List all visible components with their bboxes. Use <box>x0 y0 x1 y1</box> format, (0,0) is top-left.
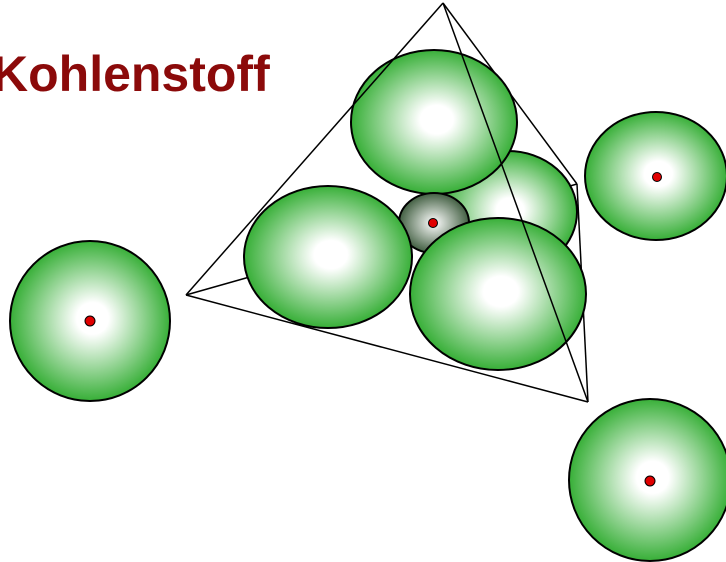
outer-sphere-left <box>10 241 170 401</box>
nucleus-dot <box>645 476 655 486</box>
nucleus-dot <box>653 173 662 182</box>
outer-sphere-right-bottom <box>569 399 726 561</box>
inner-sphere-left <box>244 186 412 328</box>
inner-sphere-top <box>351 50 517 194</box>
nucleus-dot <box>85 316 95 326</box>
nucleus-dot <box>429 219 438 228</box>
inner-sphere-front <box>410 218 586 370</box>
outer-sphere-right-top <box>585 112 726 240</box>
